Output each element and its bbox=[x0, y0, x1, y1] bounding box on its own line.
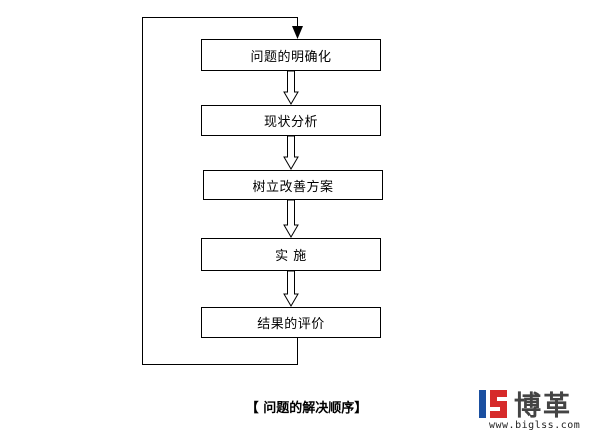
down-arrow-4 bbox=[283, 270, 299, 307]
step-result-evaluation: 结果的评价 bbox=[201, 307, 381, 338]
feedback-loop-right-bottom bbox=[297, 338, 298, 365]
step-current-state-analysis: 现状分析 bbox=[201, 105, 381, 136]
step-problem-clarification: 问题的明确化 bbox=[201, 39, 381, 71]
step-label: 现状分析 bbox=[263, 115, 318, 130]
feedback-loop-top bbox=[142, 17, 298, 18]
down-arrow-2 bbox=[283, 135, 299, 170]
step-label: 问题的明确化 bbox=[250, 49, 332, 65]
down-arrow-1 bbox=[283, 70, 299, 105]
brand-logo-icon bbox=[479, 390, 507, 418]
brand-url: www.biglss.com bbox=[489, 420, 581, 431]
feedback-arrowhead bbox=[292, 26, 303, 39]
brand-name: 博革 bbox=[514, 391, 572, 422]
step-implementation: 实 施 bbox=[201, 238, 381, 271]
feedback-loop-bottom bbox=[142, 364, 298, 365]
feedback-loop-left bbox=[142, 17, 143, 365]
step-label: 实 施 bbox=[275, 249, 307, 264]
step-improvement-plan: 树立改善方案 bbox=[203, 170, 383, 200]
brand-watermark: 博革 www.biglss.com bbox=[477, 381, 605, 433]
feedback-loop-right-top bbox=[297, 17, 298, 28]
down-arrow-3 bbox=[283, 199, 299, 238]
diagram-caption: 【 问题的解决顺序】 bbox=[245, 401, 368, 416]
step-label: 结果的评价 bbox=[257, 317, 325, 332]
step-label: 树立改善方案 bbox=[252, 179, 334, 195]
